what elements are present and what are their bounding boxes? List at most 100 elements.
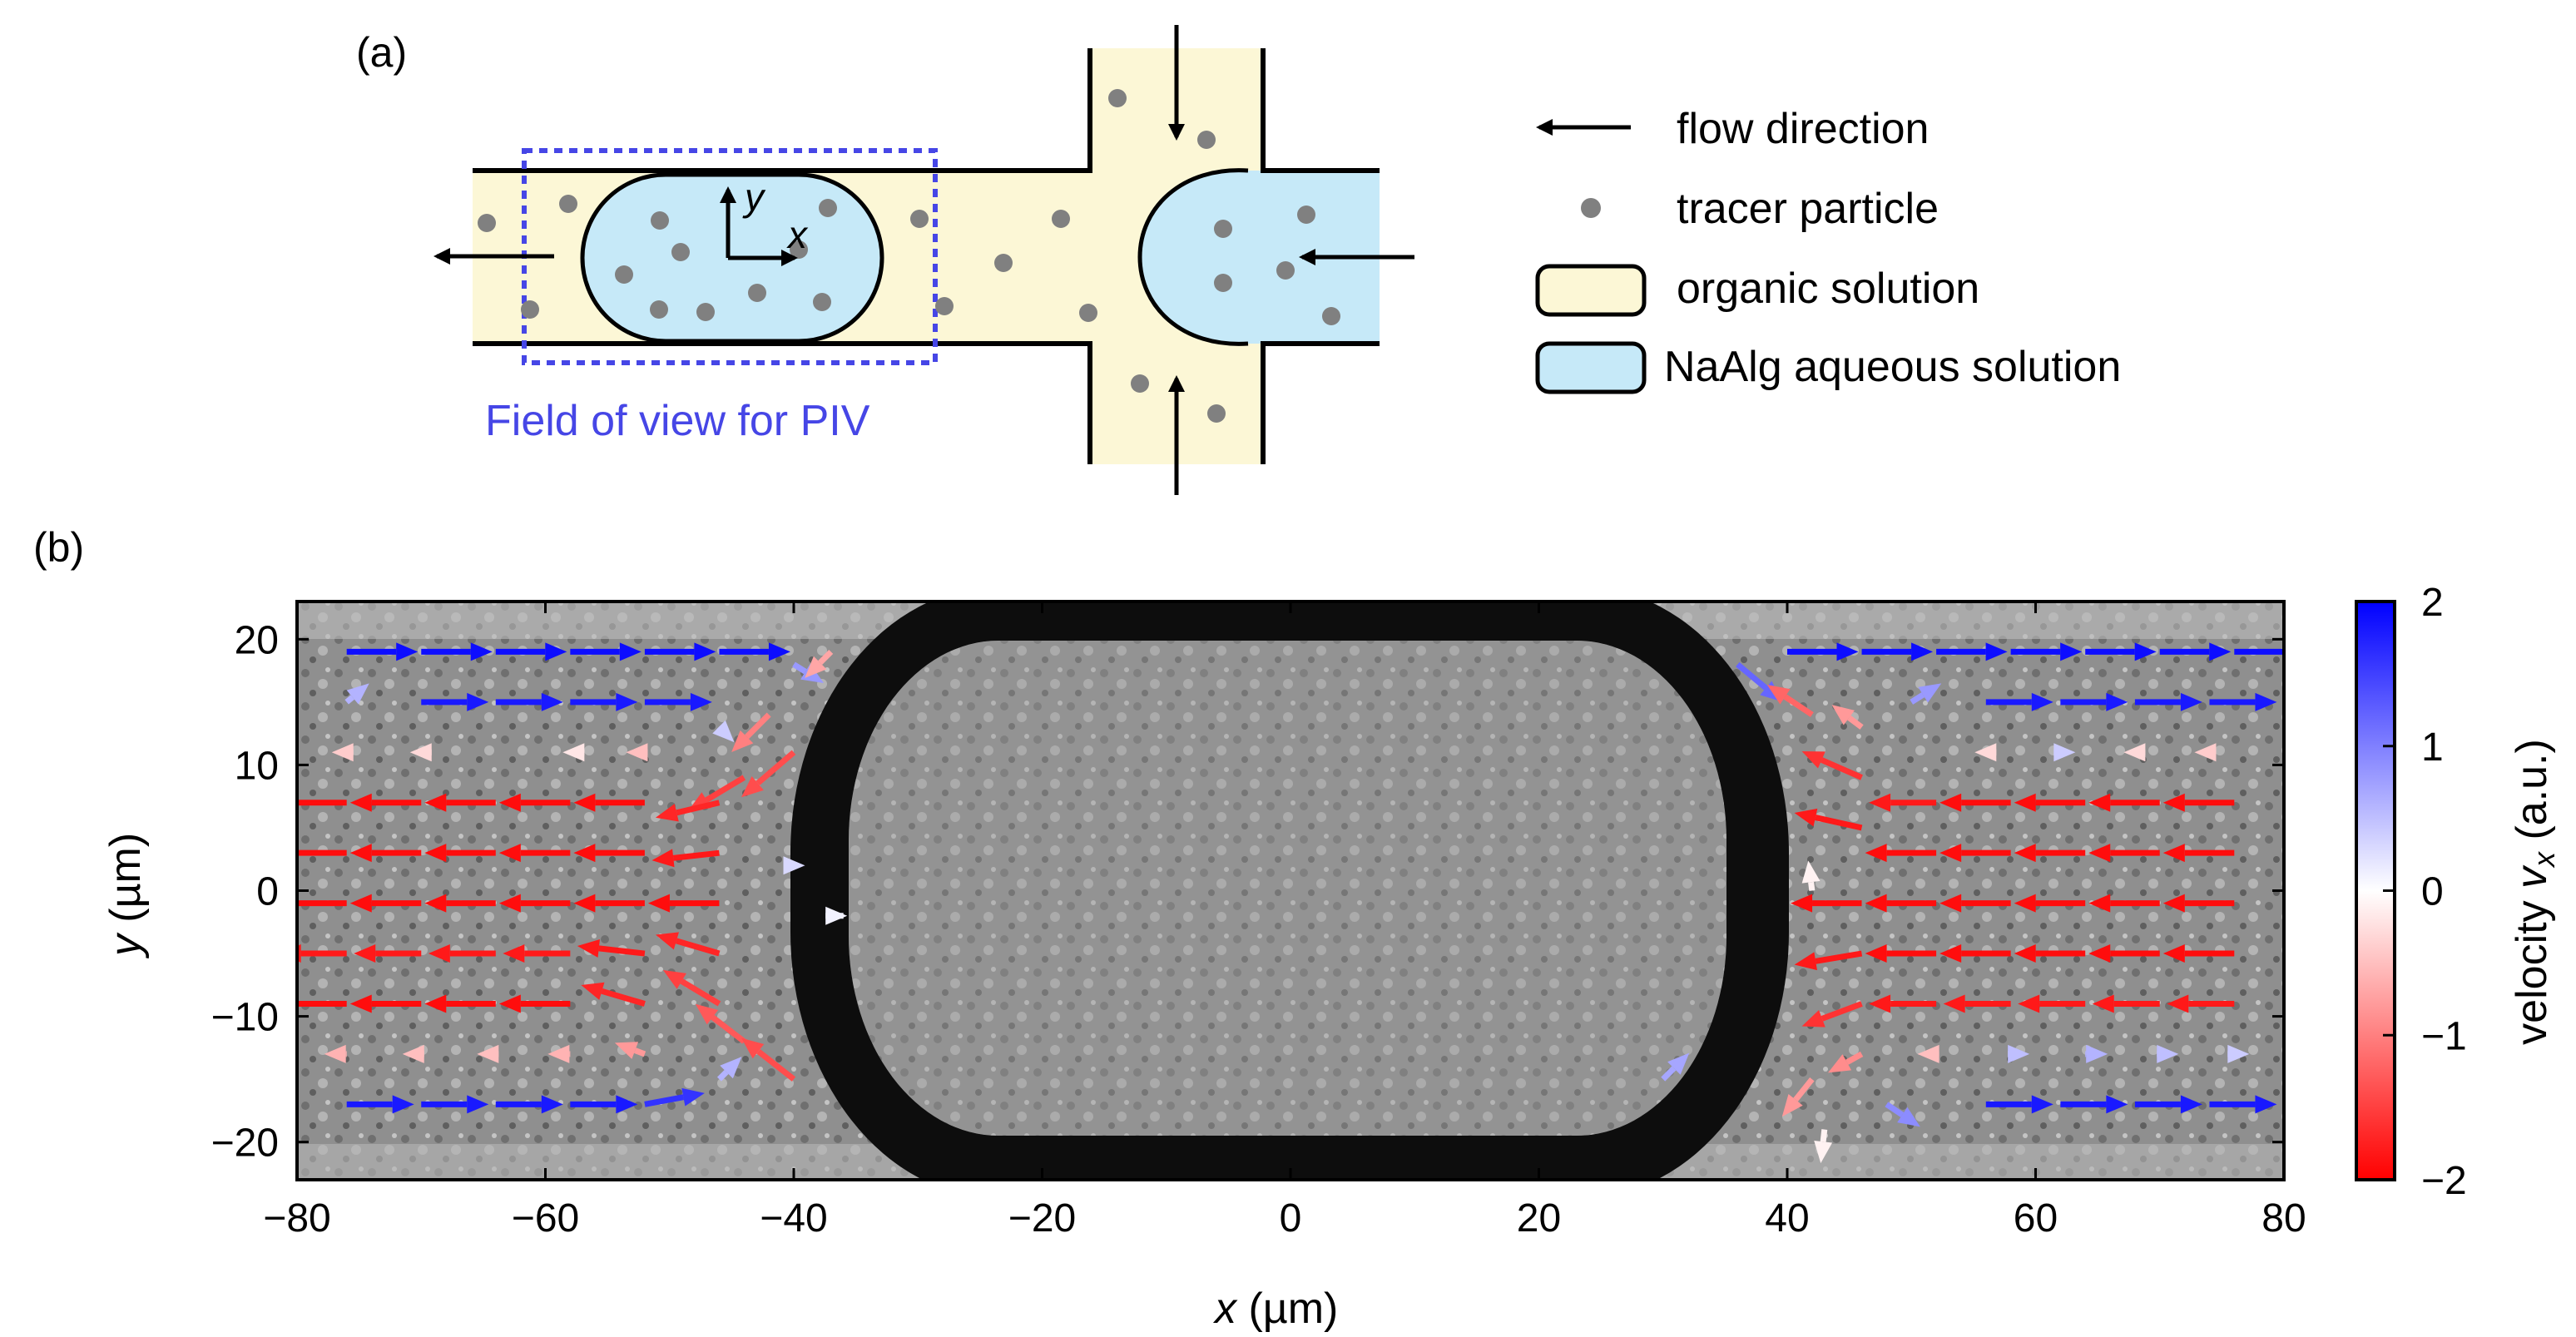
panel-a-label: (a) [356, 29, 407, 76]
velocity-arrow [421, 692, 489, 711]
x-tick-label: 60 [2014, 1196, 2058, 1240]
velocity-arrow [2159, 642, 2232, 661]
legend-organic-label: organic solution [1677, 265, 1979, 313]
velocity-arrow [331, 743, 354, 762]
velocity-arrow [2227, 1044, 2250, 1063]
velocity-arrow [498, 793, 571, 812]
velocity-arrow [498, 894, 571, 913]
y-axis-label: y (µm) [102, 833, 150, 958]
velocity-arrow [2162, 944, 2235, 963]
velocity-arrow [1939, 844, 2011, 863]
velocity-arrow [1939, 944, 2011, 963]
velocity-arrow [1661, 1052, 1690, 1082]
velocity-arrow [2162, 793, 2235, 812]
velocity-arrow [2060, 1095, 2128, 1114]
velocity-arrow [1917, 1044, 1939, 1063]
velocity-arrow [344, 683, 369, 705]
velocity-arrow [716, 1057, 742, 1082]
x-tick-label: −60 [512, 1196, 579, 1240]
velocity-arrow [349, 844, 422, 863]
velocity-arrow [1869, 793, 1937, 812]
panel-b-label: (b) [33, 524, 84, 571]
legend-aqueous-label: NaAlg aqueous solution [1664, 343, 2121, 391]
velocity-arrow [402, 1044, 424, 1063]
velocity-arrow [731, 712, 771, 752]
velocity-arrow [421, 1095, 489, 1114]
velocity-arrow [424, 793, 496, 812]
legend-tracer-icon [1581, 198, 1601, 218]
fov-label: Field of view for PIV [485, 397, 870, 445]
velocity-arrow [2162, 894, 2235, 913]
velocity-vectors [297, 642, 2284, 1164]
velocity-arrow [741, 1037, 796, 1082]
velocity-arrow [1943, 994, 2011, 1013]
x-tick-label: −80 [263, 1196, 330, 1240]
velocity-arrow [570, 642, 642, 661]
tracer-particles [478, 89, 1340, 423]
colorbar-tick-label: 1 [2421, 725, 2444, 770]
velocity-arrow [1801, 1001, 1863, 1028]
legend-tracer-label: tracer particle [1677, 185, 1939, 233]
velocity-arrow [695, 1003, 746, 1044]
colorbar-label: velocity vx (a.u.) [2508, 739, 2561, 1045]
velocity-arrow [783, 856, 805, 875]
velocity-arrow [1814, 1129, 1833, 1164]
velocity-arrow [1766, 684, 1814, 717]
velocity-arrow [570, 692, 638, 711]
velocity-arrow [421, 642, 493, 661]
velocity-arrow [1869, 994, 1937, 1013]
velocity-arrow [2010, 642, 2083, 661]
y-tick-label: −20 [211, 1122, 279, 1166]
legend-flow-label: flow direction [1677, 105, 1929, 153]
velocity-arrow [1828, 1051, 1864, 1073]
x-tick-label: 40 [1765, 1196, 1809, 1240]
velocity-arrow [644, 692, 712, 711]
velocity-arrow [2167, 994, 2235, 1013]
velocity-arrow [2134, 1095, 2202, 1114]
velocity-arrow [424, 844, 496, 863]
velocity-arrow [1791, 894, 1862, 913]
velocity-arrow [1794, 950, 1863, 971]
velocity-arrow [1865, 844, 1937, 863]
velocity-arrow [349, 793, 422, 812]
velocity-arrow [495, 642, 567, 661]
x-tick-label: 80 [2261, 1196, 2306, 1240]
velocity-arrow [2092, 994, 2160, 1013]
velocity-arrow [2194, 743, 2217, 762]
velocity-arrow [424, 994, 496, 1013]
velocity-arrow [1794, 808, 1863, 831]
velocity-arrow [719, 642, 790, 661]
velocity-arrow [495, 1095, 563, 1114]
velocity-arrow [1781, 1077, 1815, 1117]
local-axis-y-label: y [742, 176, 766, 219]
velocity-arrow [2014, 894, 2086, 913]
velocity-arrow [573, 894, 645, 913]
colorbar-tick-label: 0 [2421, 870, 2444, 914]
aqueous-cap [1137, 168, 1249, 346]
velocity-arrow [2053, 743, 2076, 762]
velocity-arrow [1910, 683, 1942, 705]
velocity-arrow [562, 743, 585, 762]
velocity-arrow [647, 894, 720, 913]
velocity-arrow [354, 944, 422, 963]
velocity-arrow [2088, 894, 2160, 913]
velocity-arrow [2123, 743, 2146, 762]
velocity-arrow [503, 944, 571, 963]
velocity-arrow [1801, 860, 1821, 891]
velocity-arrow [1865, 894, 1937, 913]
velocity-arrow [825, 906, 848, 925]
colorbar-tick-label: −2 [2421, 1159, 2467, 1203]
velocity-arrow [2085, 1044, 2108, 1063]
velocity-arrow [741, 750, 796, 798]
colorbar-tick-label: 2 [2421, 581, 2444, 625]
velocity-arrow [1985, 1095, 2053, 1114]
velocity-arrow [428, 944, 496, 963]
velocity-arrow [498, 994, 571, 1013]
velocity-arrow [2014, 844, 2086, 863]
velocity-arrow [477, 1044, 499, 1063]
velocity-arrow [655, 932, 721, 957]
velocity-arrow [2085, 642, 2157, 661]
velocity-arrow [1885, 1102, 1920, 1127]
velocity-arrow [2008, 1044, 2030, 1063]
